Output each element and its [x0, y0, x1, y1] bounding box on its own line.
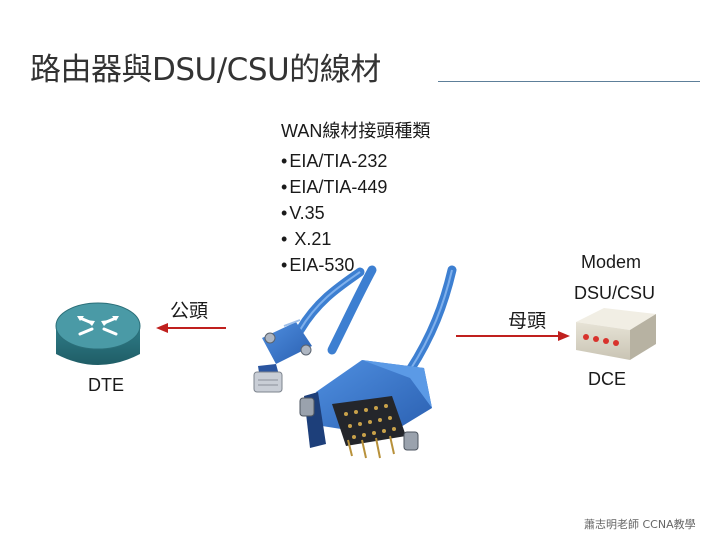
router-icon: [55, 302, 141, 365]
wan-type-item: EIA/TIA-232: [281, 148, 430, 174]
modem-icon: [576, 308, 656, 360]
wan-type-item: V.35: [281, 200, 430, 226]
wan-type-item: X.21: [281, 226, 430, 252]
arrow-to-dte: [156, 323, 226, 333]
dsu-csu-label: DSU/CSU: [574, 283, 656, 303]
dce-label: DCE: [588, 369, 627, 389]
dte-label: DTE: [88, 375, 124, 395]
serial-cable-image: [253, 265, 457, 459]
slide-title: 路由器與DSU/CSU的線材: [30, 52, 381, 88]
female-connector-label: 母頭: [508, 310, 547, 332]
title-rule: [438, 81, 700, 82]
male-connector-label: 公頭: [170, 300, 209, 322]
arrow-to-dce: [456, 331, 570, 341]
wan-type-item: EIA-530: [281, 252, 430, 278]
wan-type-list: WAN線材接頭種類 EIA/TIA-232 EIA/TIA-449 V.35 X…: [281, 117, 430, 278]
wan-type-heading: WAN線材接頭種類: [281, 121, 431, 141]
modem-label: Modem: [581, 252, 642, 272]
footer-credit: 蕭志明老師 CCNA教學: [584, 518, 696, 531]
wan-type-items: EIA/TIA-232 EIA/TIA-449 V.35 X.21 EIA-53…: [281, 148, 430, 278]
wan-type-item: EIA/TIA-449: [281, 174, 430, 200]
